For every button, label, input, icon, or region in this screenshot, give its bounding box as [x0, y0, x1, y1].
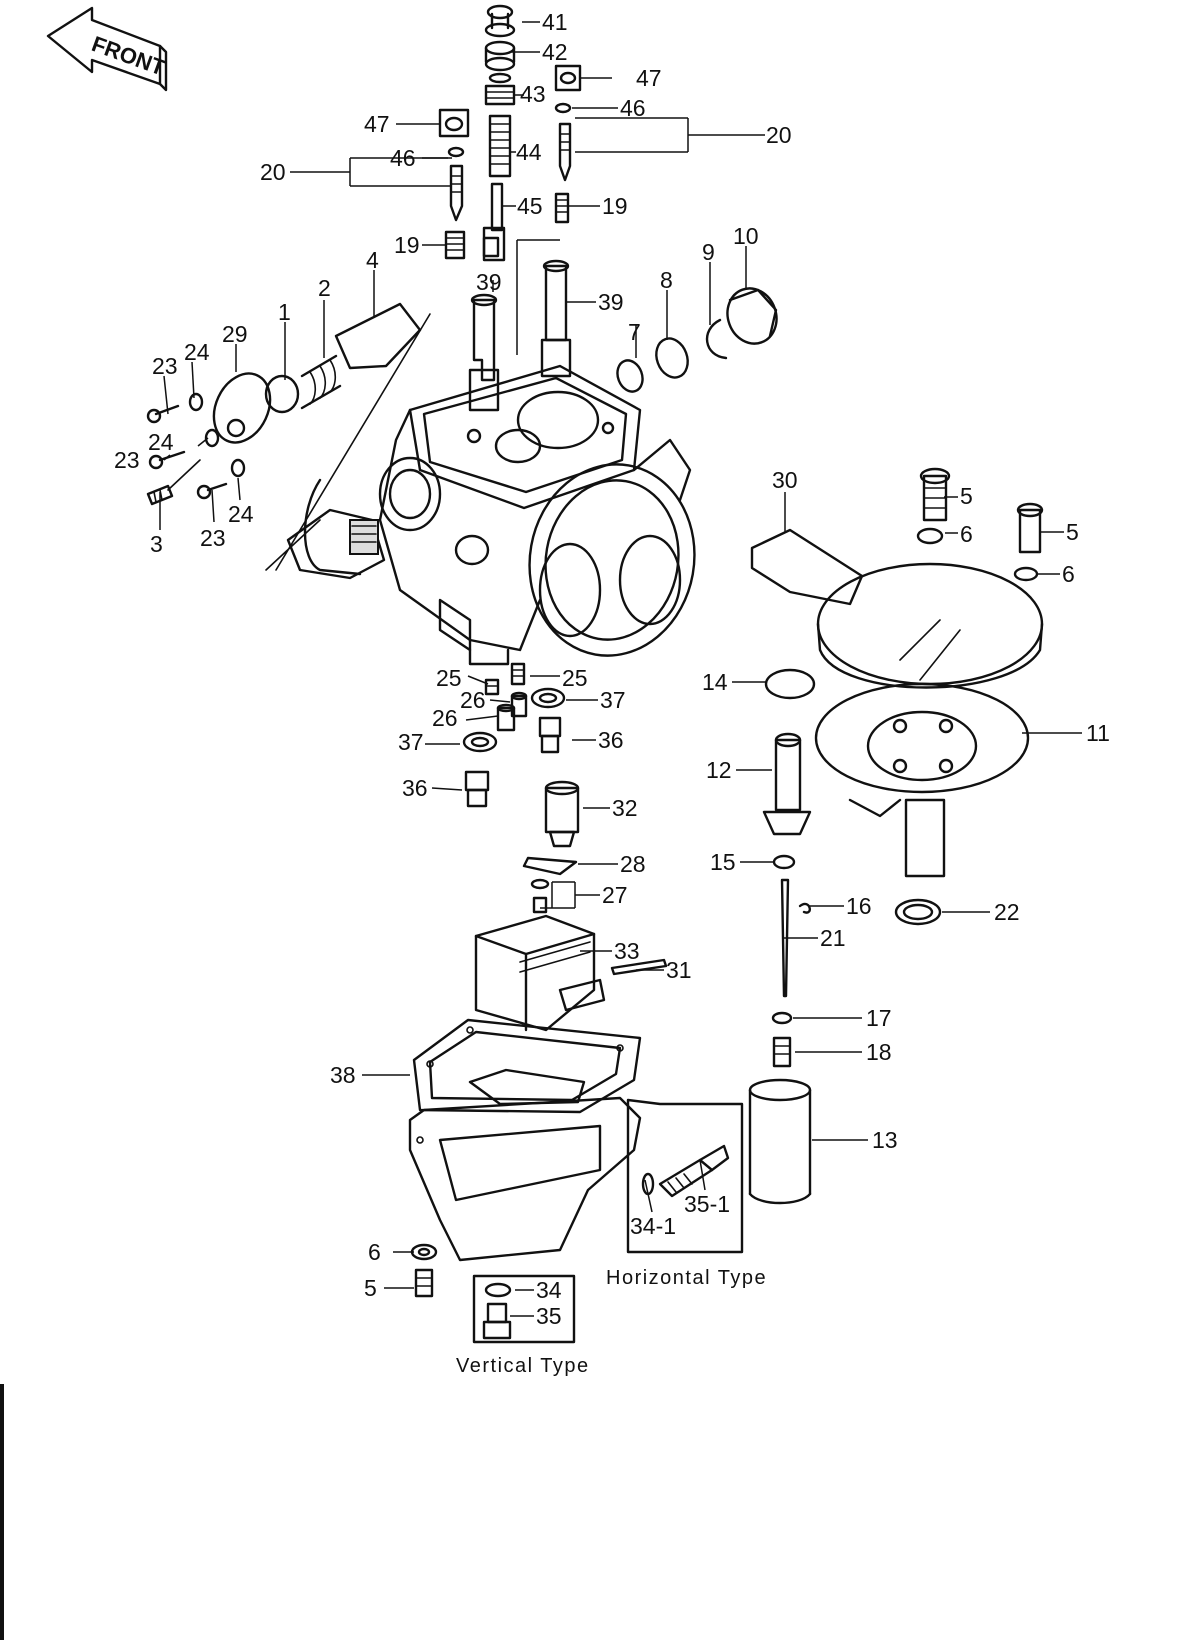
callout-39-left: 39 [476, 269, 502, 295]
vacuum-piston-assembly [748, 467, 1044, 1205]
callout-27: 27 [602, 882, 628, 908]
callout-35: 35 [536, 1303, 562, 1329]
callout-33: 33 [614, 938, 640, 964]
callout-22: 22 [994, 899, 1020, 925]
callout-9: 9 [702, 239, 715, 265]
drain-parts [410, 1243, 576, 1344]
callout-39-right: 39 [598, 289, 624, 315]
caption-vertical-type: Vertical Type [456, 1355, 590, 1377]
callout-12: 12 [706, 757, 732, 783]
callout-11: 11 [1086, 720, 1110, 746]
caption-horizontal-type: Horizontal Type [606, 1267, 767, 1289]
callout-47-left: 47 [364, 111, 390, 137]
callout-5-top: 5 [960, 483, 973, 509]
callout-46-right: 46 [620, 95, 646, 121]
front-arrow: FRONT [46, 6, 169, 92]
callout-16: 16 [846, 893, 872, 919]
callout-5-right: 5 [1066, 519, 1079, 545]
callout-23-mid: 23 [114, 447, 140, 473]
callout-35-1: 35-1 [684, 1191, 730, 1217]
callout-8: 8 [660, 267, 673, 293]
callout-24-bottom: 24 [228, 501, 254, 527]
callout-28: 28 [620, 851, 646, 877]
callout-labels: 41 42 43 44 45 47 47 46 46 20 20 19 19 3… [114, 9, 1110, 1329]
callout-46-left: 46 [390, 145, 416, 171]
callout-23-top: 23 [152, 353, 178, 379]
callout-5-bottom: 5 [364, 1275, 377, 1301]
needle-jets [468, 259, 572, 412]
callout-15: 15 [710, 849, 736, 875]
callout-36-right: 36 [598, 727, 624, 753]
page-edge-mark [0, 1384, 4, 1640]
callout-47-right: 47 [636, 65, 662, 91]
callout-7: 7 [628, 319, 641, 345]
callout-3: 3 [150, 531, 163, 557]
callout-29: 29 [222, 321, 248, 347]
callout-30: 30 [772, 467, 798, 493]
pilot-screws [444, 122, 572, 260]
callout-37-right: 37 [600, 687, 626, 713]
callout-44: 44 [516, 139, 542, 165]
carburetor-body [286, 364, 696, 666]
callout-34: 34 [536, 1277, 562, 1303]
callout-31: 31 [666, 957, 692, 983]
callout-24-mid: 24 [148, 429, 174, 455]
callout-19-right: 19 [602, 193, 628, 219]
callout-1: 1 [278, 299, 291, 325]
callout-21: 21 [820, 925, 846, 951]
callout-37-left: 37 [398, 729, 424, 755]
callout-20-left: 20 [260, 159, 286, 185]
leader-lines [159, 21, 1082, 1317]
callout-25-left: 25 [436, 665, 462, 691]
callout-17: 17 [866, 1005, 892, 1031]
rings-right [616, 287, 778, 393]
callout-26-top: 26 [460, 687, 486, 713]
callout-23-bottom: 23 [200, 525, 226, 551]
float [474, 914, 668, 1032]
callout-6-right: 6 [1062, 561, 1075, 587]
callout-24-top: 24 [184, 339, 210, 365]
callout-2: 2 [318, 275, 331, 301]
callout-42: 42 [542, 39, 568, 65]
top-parts [438, 4, 582, 262]
callout-20-right: 20 [766, 122, 792, 148]
callout-14: 14 [702, 669, 728, 695]
callout-13: 13 [872, 1127, 898, 1153]
callout-43: 43 [520, 81, 546, 107]
callout-4: 4 [366, 247, 379, 273]
callout-38: 38 [330, 1062, 356, 1088]
callout-25-right: 25 [562, 665, 588, 691]
callout-45: 45 [517, 193, 543, 219]
callout-36-left: 36 [402, 775, 428, 801]
horizontal-type-box [626, 1098, 744, 1254]
callout-26-bottom: 26 [432, 705, 458, 731]
callout-34-1: 34-1 [630, 1213, 676, 1239]
float-bowl [408, 1018, 642, 1262]
float-valve [522, 780, 580, 914]
accelerator-pump-left [146, 302, 431, 571]
callout-19-left: 19 [394, 232, 420, 258]
callout-18: 18 [866, 1039, 892, 1065]
callout-6-top: 6 [960, 521, 973, 547]
main-jets [462, 662, 566, 808]
callout-6-bottom: 6 [368, 1239, 381, 1265]
callout-10: 10 [733, 223, 759, 249]
callout-41: 41 [542, 9, 568, 35]
callout-32: 32 [612, 795, 638, 821]
